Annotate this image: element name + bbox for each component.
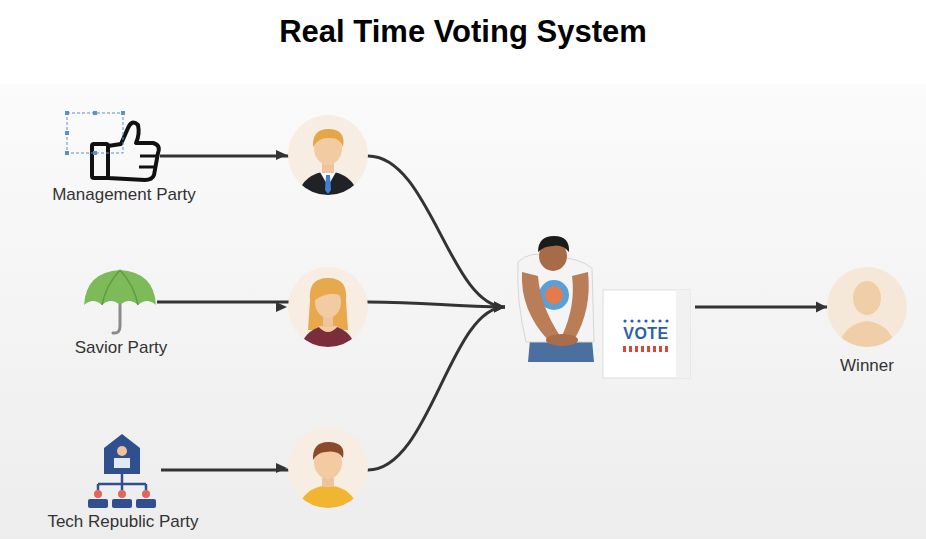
node-label: Tech Republic Party: [47, 512, 198, 532]
candidate-avatar: [288, 267, 368, 350]
node-label: Winner: [840, 356, 894, 376]
selection-handles: [65, 111, 125, 155]
tech-network-icon: [88, 434, 156, 508]
candidate-avatar: [288, 115, 368, 196]
ballot-box: [603, 290, 690, 378]
voter-figure: [518, 236, 594, 362]
winner-avatar: [827, 267, 907, 350]
party-node: Management Party: [88, 128, 160, 184]
node-label: Savior Party: [75, 338, 168, 358]
node-label: Management Party: [52, 185, 196, 205]
umbrella-icon: [84, 270, 156, 333]
flow-arrow: [695, 302, 827, 313]
diagram-title: Real Time Voting System: [0, 14, 926, 50]
selection-frame: [67, 113, 123, 153]
party-node: Tech Republic Party: [85, 432, 161, 508]
ballot-text: VOTE: [623, 325, 669, 343]
winner-node: Winner: [827, 267, 907, 347]
ballot-node: VOTE: [505, 232, 695, 382]
party-node: Savior Party: [85, 268, 157, 336]
flow-arrow: [161, 302, 505, 471]
flow-arrow: [160, 156, 505, 313]
candidate-arrowheads: [276, 150, 287, 473]
thumbs-up-icon: [92, 123, 159, 180]
candidate-avatar: [288, 428, 368, 510]
